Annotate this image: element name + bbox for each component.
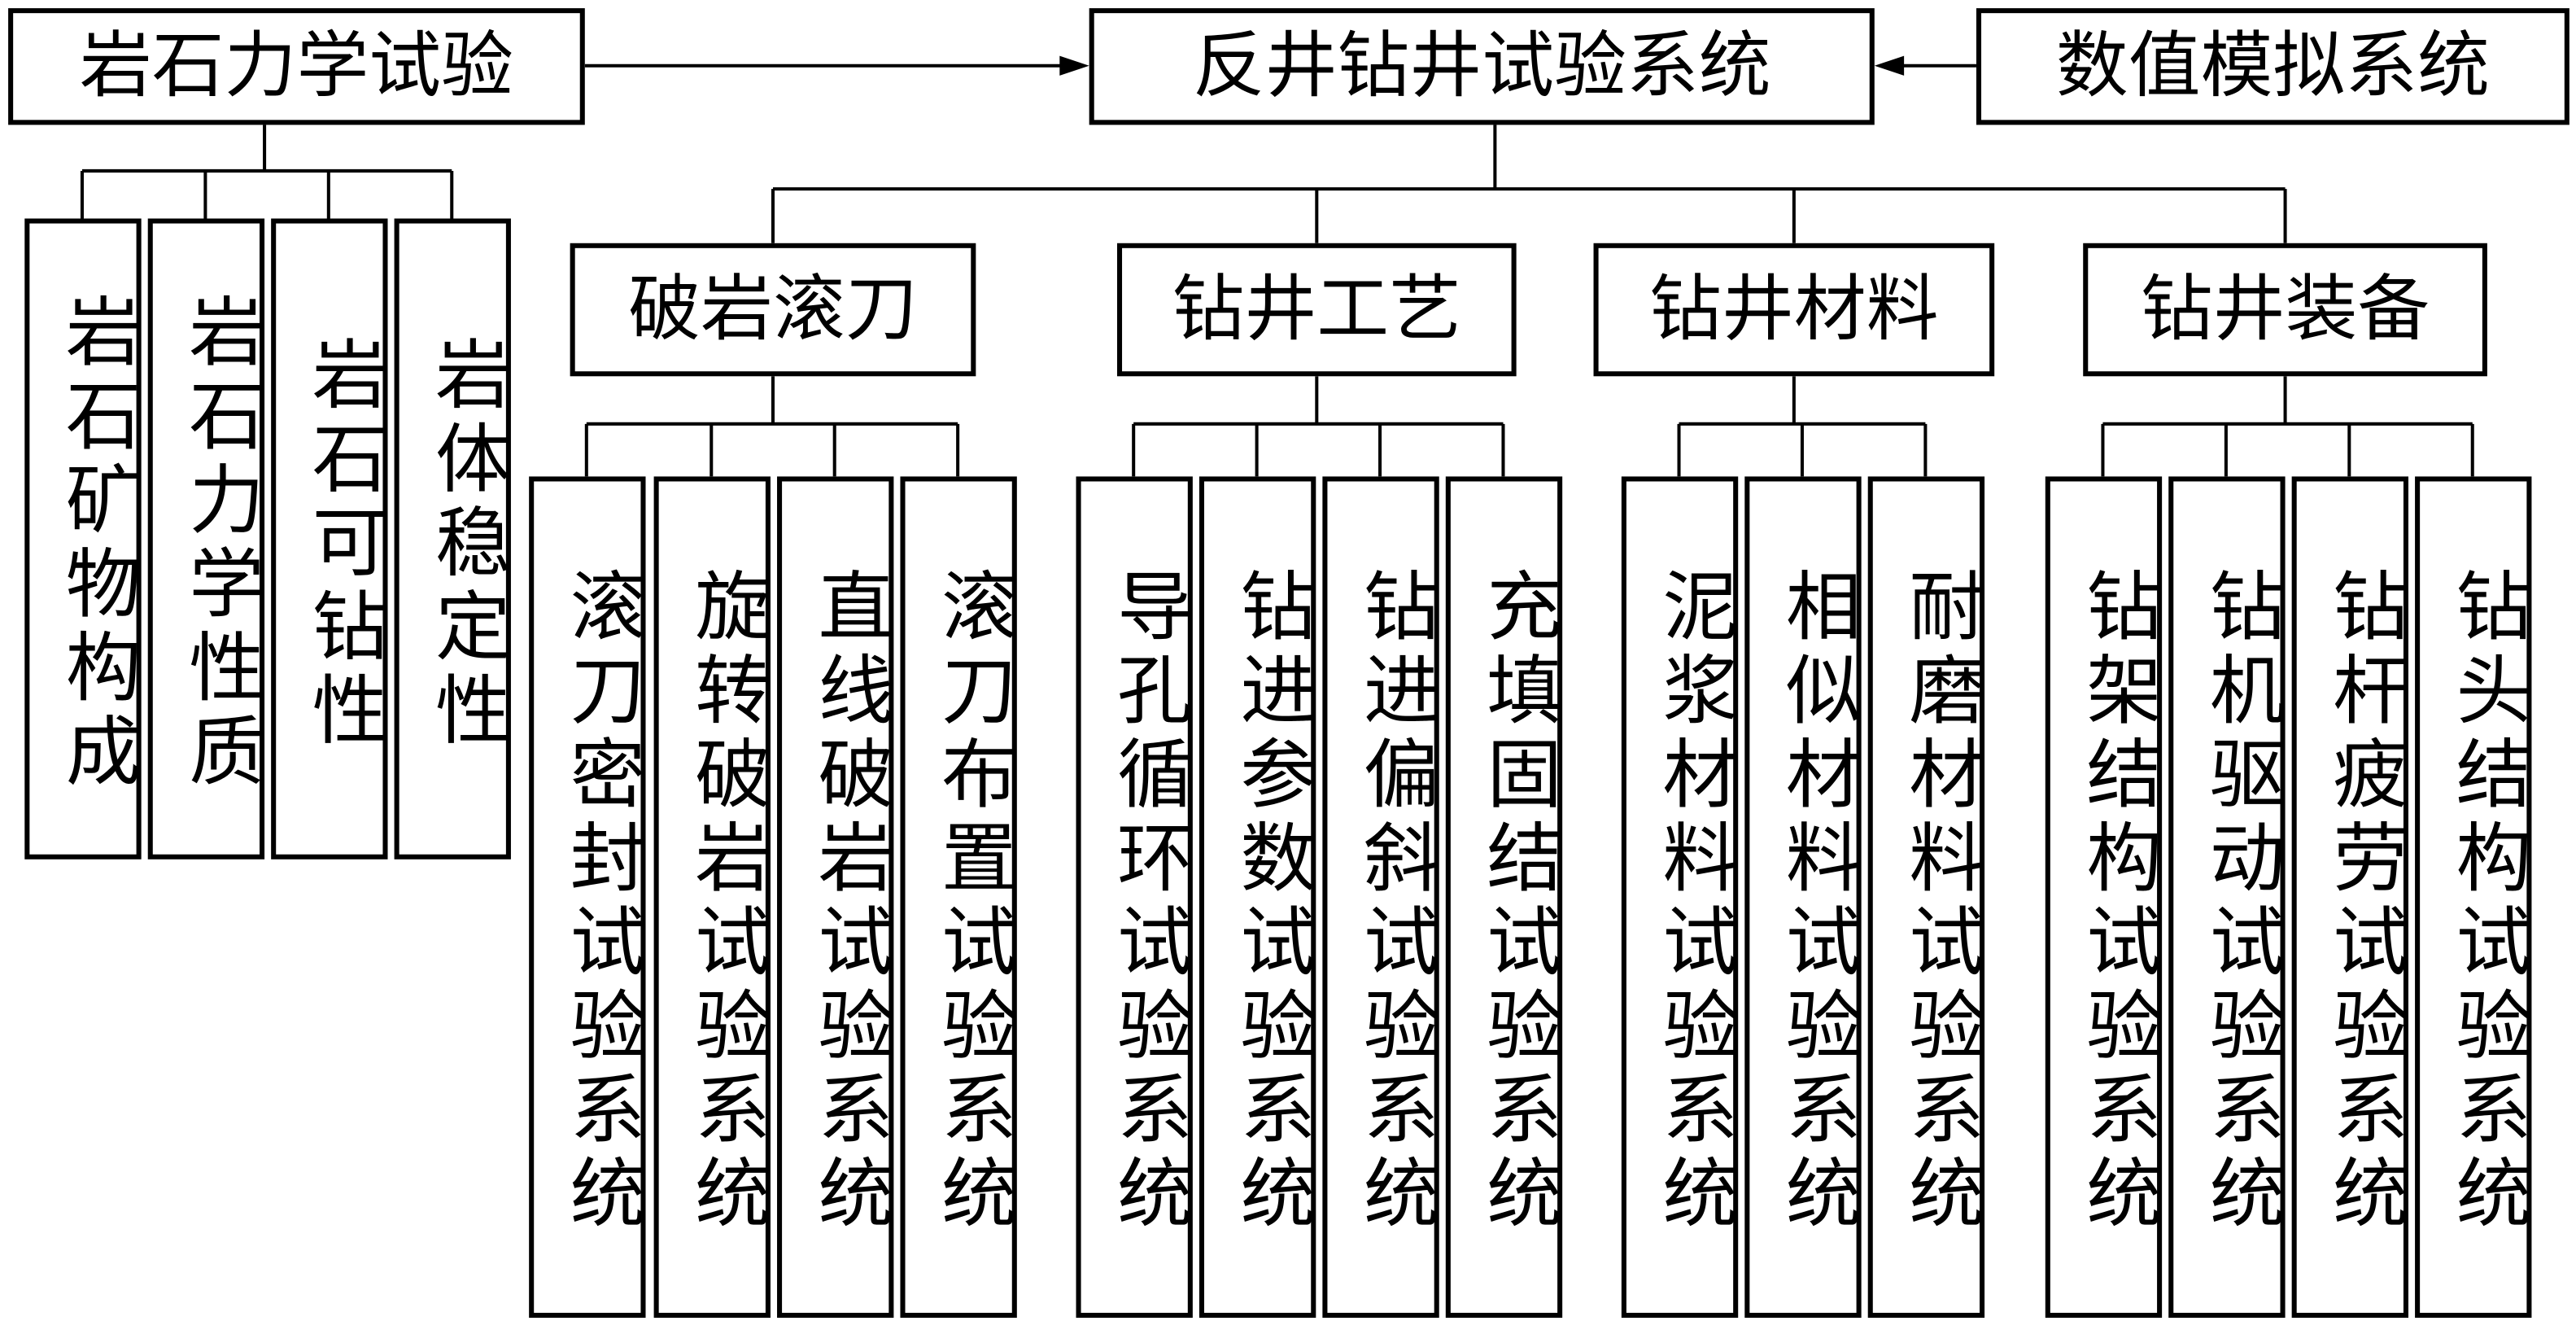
box-category: 钻井装备 [2083,243,2487,377]
box-category: 钻井工艺 [1116,243,1517,377]
box-test-system: 旋转破岩试验系统 [653,476,772,1318]
box-test-system: 钻进参数试验系统 [1198,476,1317,1318]
box-test-system: 钻进偏斜试验系统 [1322,476,1441,1318]
box-test-system: 钻头结构试验系统 [2415,476,2533,1318]
arrow-head-right-icon [1059,55,1089,76]
box-rock-test: 岩石可钻性 [271,218,390,860]
box-test-system: 泥浆材料试验系统 [1621,476,1740,1318]
box-raise-boring-test-system: 反井钻井试验系统 [1089,8,1875,125]
box-category: 钻井材料 [1593,243,1995,377]
box-test-system: 滚刀布置试验系统 [900,476,1019,1318]
arrow-head-left-icon [1874,55,1905,76]
box-test-system: 相似材料试验系统 [1744,476,1863,1318]
box-category: 破岩滚刀 [570,243,976,377]
box-rock-test: 岩石矿物构成 [24,218,143,860]
box-numerical-simulation-system: 数值模拟系统 [1976,8,2569,125]
box-test-system: 钻机驱动试验系统 [2168,476,2287,1318]
box-rock-test: 岩石力学性质 [147,218,266,860]
box-test-system: 滚刀密封试验系统 [529,476,648,1318]
box-test-system: 充填固结试验系统 [1445,476,1564,1318]
box-rock-test: 岩体稳定性 [394,218,513,860]
box-test-system: 钻杆疲劳试验系统 [2291,476,2410,1318]
box-test-system: 直线破岩试验系统 [777,476,895,1318]
box-test-system: 耐磨材料试验系统 [1867,476,1986,1318]
box-test-system: 钻架结构试验系统 [2045,476,2163,1318]
box-rock-mechanics-test: 岩石力学试验 [8,8,585,125]
box-test-system: 导孔循环试验系统 [1076,476,1194,1318]
